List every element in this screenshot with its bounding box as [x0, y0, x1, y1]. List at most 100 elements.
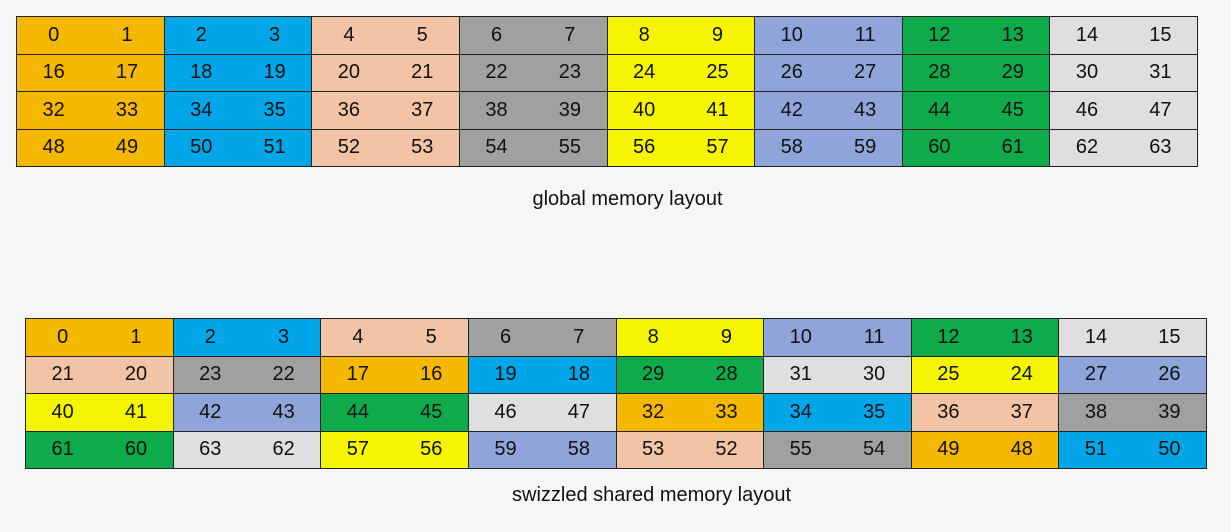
memory-cell: 35: [862, 400, 886, 423]
memory-cell: 15: [1158, 325, 1181, 348]
memory-cell: 32: [42, 98, 65, 121]
swizzled-block-r0-c6: 12 13: [911, 319, 1060, 357]
memory-cell: 12: [928, 23, 951, 46]
memory-cell: 41: [706, 98, 729, 121]
memory-cell: 47: [1149, 98, 1172, 121]
memory-cell: 53: [642, 438, 665, 461]
memory-cell: 59: [494, 438, 517, 461]
memory-cell: 13: [1010, 325, 1033, 348]
memory-cell: 23: [558, 61, 581, 84]
memory-cell: 19: [494, 363, 517, 386]
memory-cell: 31: [789, 363, 812, 386]
memory-cell: 61: [1001, 136, 1024, 159]
memory-cell: 0: [48, 23, 60, 46]
memory-cell: 58: [780, 136, 803, 159]
memory-cell: 43: [272, 400, 295, 423]
memory-cell: 50: [190, 136, 213, 159]
memory-cell: 46: [494, 400, 517, 423]
global-memory-caption: global memory layout: [532, 188, 723, 210]
memory-cell: 7: [573, 325, 585, 348]
memory-cell: 20: [337, 61, 361, 84]
memory-cell: 55: [789, 438, 812, 461]
memory-cell: 27: [1084, 363, 1108, 386]
memory-cell: 16: [42, 61, 65, 84]
memory-cell: 44: [346, 400, 370, 423]
memory-cell: 34: [789, 400, 812, 423]
memory-cell: 10: [789, 325, 812, 348]
memory-cell: 26: [1158, 363, 1181, 386]
memory-cell: 51: [1084, 438, 1108, 461]
memory-cell: 33: [715, 400, 738, 423]
memory-cell: 8: [638, 23, 650, 46]
memory-cell: 37: [411, 98, 434, 121]
global-block-r2-c0: 32 33: [17, 92, 165, 130]
memory-cell: 62: [1075, 136, 1099, 159]
memory-cell: 10: [780, 23, 803, 46]
global-block-r2-c1: 34 35: [164, 92, 313, 130]
memory-cell: 38: [485, 98, 508, 121]
memory-cell: 4: [343, 23, 355, 46]
memory-cell: 36: [337, 98, 361, 121]
memory-cell: 12: [937, 325, 960, 348]
memory-cell: 28: [928, 61, 951, 84]
memory-cell: 21: [51, 363, 74, 386]
memory-cell: 14: [1075, 23, 1099, 46]
memory-cell: 42: [199, 400, 222, 423]
memory-cell: 30: [862, 363, 886, 386]
memory-cell: 61: [51, 438, 74, 461]
memory-cell: 57: [346, 438, 370, 461]
memory-cell: 60: [124, 438, 148, 461]
memory-cell: 8: [647, 325, 659, 348]
memory-cell: 41: [124, 400, 148, 423]
memory-cell: 34: [190, 98, 213, 121]
swizzled-memory-caption: swizzled shared memory layout: [512, 484, 791, 506]
memory-cell: 11: [863, 325, 885, 348]
swizzled-block-r0-c5: 10 11: [764, 319, 912, 357]
memory-cell: 56: [633, 136, 656, 159]
memory-cell: 3: [278, 325, 290, 348]
memory-cell: 14: [1084, 325, 1108, 348]
memory-cell: 27: [853, 61, 877, 84]
memory-cell: 18: [190, 61, 213, 84]
memory-cell: 33: [115, 98, 139, 121]
memory-cell: 31: [1149, 61, 1172, 84]
swizzled-block-r3-c3: 59 58: [468, 431, 617, 469]
memory-cell: 22: [272, 363, 295, 386]
memory-cell: 24: [1010, 363, 1033, 386]
memory-cell: 39: [558, 98, 581, 121]
memory-cell: 58: [567, 438, 590, 461]
memory-cell: 3: [269, 23, 281, 46]
global-block-r2-c2: 36 37: [312, 92, 460, 130]
memory-cell: 35: [263, 98, 286, 121]
memory-cell: 22: [485, 61, 508, 84]
memory-cell: 59: [853, 136, 877, 159]
